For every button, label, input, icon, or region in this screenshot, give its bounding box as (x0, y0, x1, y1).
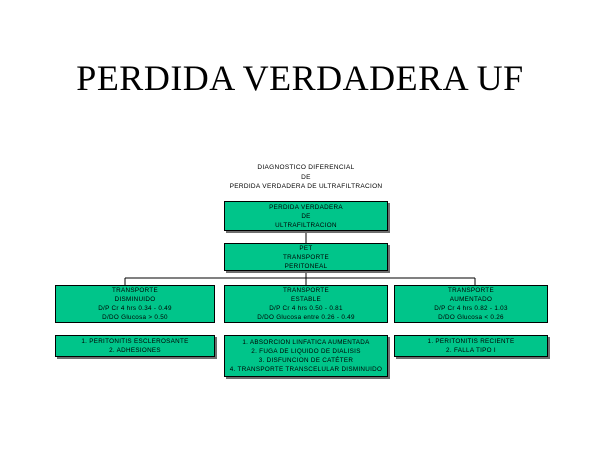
node-text: AUMENTADO (449, 296, 493, 303)
node-text: PERITONEAL (284, 262, 328, 270)
node-transporte-disminuido: TRANSPORTE DISMINUIDO D/P Cr 4 hrs 0.34 … (55, 285, 215, 323)
diagram-caption: DIAGNOSTICO DIFERENCIAL DE PERDIDA VERDA… (200, 163, 412, 192)
node-transporte-aumentado: TRANSPORTE AUMENTADO D/P Cr 4 hrs 0.82 -… (394, 285, 548, 323)
node-text: D/DO Glucosa > 0.50 (102, 314, 168, 321)
node-perdida-verdadera: PERDIDA VERDADERA DE ULTRAFILTRACION (224, 201, 388, 231)
node-text: D/P Cr 4 hrs 0.50 - 0.81 (269, 305, 343, 312)
node-text: D/DO Glucosa < 0.26 (438, 314, 504, 321)
node-causas-disminuido: 1. PERITONITIS ESCLEROSANTE 2. ADHESIONE… (55, 335, 215, 357)
caption-line: DIAGNOSTICO DIFERENCIAL (257, 164, 355, 171)
node-text: PET (299, 244, 313, 252)
node-text: 1. PERITONITIS ESCLEROSANTE (81, 338, 189, 345)
node-text: TRANSPORTE (448, 287, 494, 294)
node-text: 3. DISFUNCION DE CATÉTER (258, 357, 354, 364)
node-text: DISMINUIDO (114, 296, 156, 303)
node-causas-aumentado: 1. PERITONITIS RECIENTE 2. FALLA TIPO I (394, 335, 548, 357)
node-text: 1. PERITONITIS RECIENTE (427, 338, 515, 345)
node-text: ULTRAFILTRACION (275, 221, 337, 229)
caption-line: PERDIDA VERDADERA DE ULTRAFILTRACION (229, 183, 383, 190)
node-text: 2. FALLA TIPO I (446, 347, 496, 354)
node-text: PERDIDA VERDADERA (269, 203, 343, 211)
node-text: D/DO Glucosa entre 0.26 - 0.49 (257, 314, 355, 321)
node-text: 4. TRANSPORTE TRANSCELULAR DISMINUIDO (229, 366, 383, 373)
caption-line: DE (301, 173, 311, 181)
node-text: D/P Cr 4 hrs 0.82 - 1.03 (434, 305, 508, 312)
node-text: TRANSPORTE (283, 287, 329, 294)
node-text: TRANSPORTE (283, 253, 329, 261)
node-text: ESTABLE (291, 296, 321, 303)
node-text: TRANSPORTE (112, 287, 158, 294)
node-causas-estable: 1. ABSORCION LINFATICA AUMENTADA 2. FUGA… (224, 335, 388, 377)
node-text: 1. ABSORCION LINFATICA AUMENTADA (242, 339, 370, 346)
page-title: PERDIDA VERDADERA UF (76, 58, 524, 98)
node-transporte-estable: TRANSPORTE ESTABLE D/P Cr 4 hrs 0.50 - 0… (224, 285, 388, 323)
node-text: D/P Cr 4 hrs 0.34 - 0.49 (98, 305, 172, 312)
node-text: 2. FUGA DE LIQUIDO DE DIALISIS (251, 348, 361, 355)
node-text: 2. ADHESIONES (109, 347, 161, 354)
node-pet: PET TRANSPORTE PERITONEAL (224, 243, 388, 271)
node-text: DE (301, 212, 311, 220)
